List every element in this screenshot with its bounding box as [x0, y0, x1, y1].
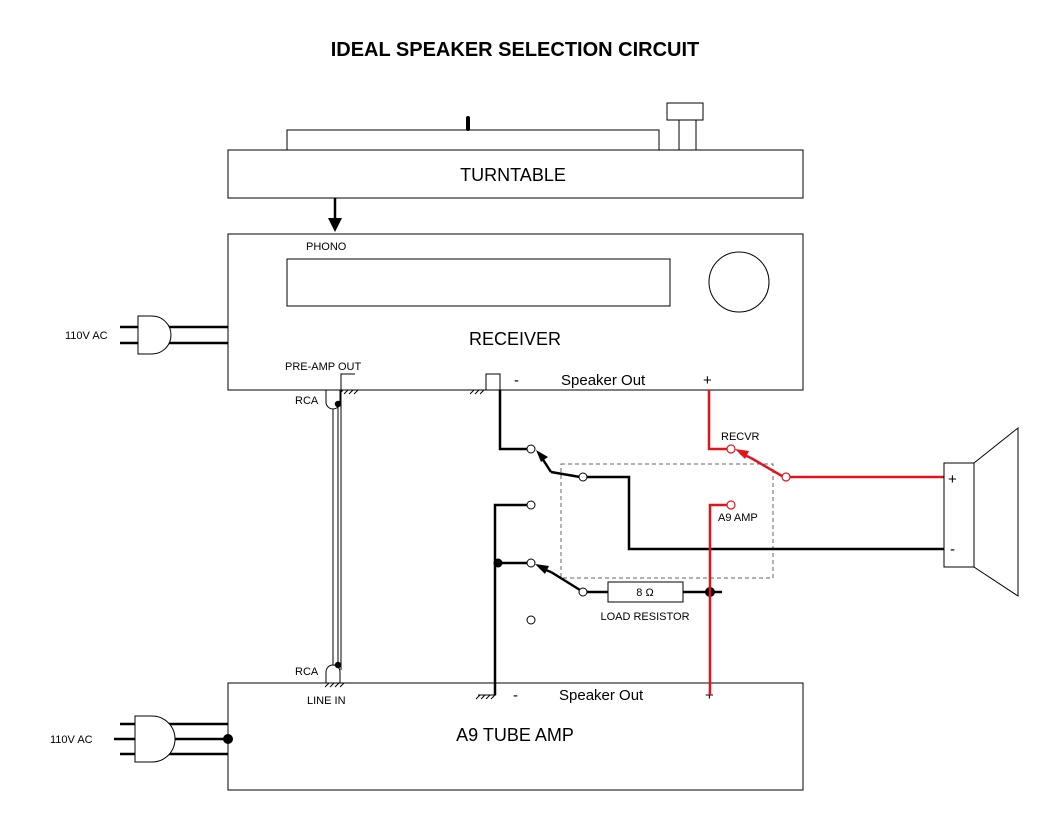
- speaker-icon: + -: [943, 426, 1019, 597]
- amp-power-label: 110V AC: [50, 734, 93, 746]
- receiver-minus-label: -: [514, 372, 519, 389]
- switch3-blade: [750, 456, 783, 478]
- diagram-title: IDEAL SPEAKER SELECTION CIRCUIT: [331, 39, 700, 61]
- receiver-speaker-out-label: Speaker Out: [561, 372, 646, 389]
- turntable-knob-top: [666, 102, 704, 121]
- recvr-terminal-label: RECVR: [721, 431, 760, 443]
- turntable: TURNTABLE: [227, 102, 804, 199]
- preamp-out-label: PRE-AMP OUT: [285, 361, 361, 373]
- switch2-blade: [550, 570, 581, 592]
- amp-minus-label: -: [513, 687, 518, 704]
- switch1-common-terminal: [578, 472, 588, 482]
- switch2-terminal-load: [526, 558, 536, 568]
- receiver-plus-wire: [707, 390, 728, 451]
- turntable-tonearm: [466, 116, 470, 131]
- turntable-platter: [286, 129, 660, 151]
- turntable-knob-stem: [678, 119, 697, 151]
- load-resistor-label: LOAD RESISTOR: [600, 611, 689, 623]
- a9-amp-body: [227, 682, 804, 791]
- amp-speaker-ground-symbol: [475, 694, 496, 700]
- amp-plus-label: +: [705, 687, 714, 704]
- speaker-minus-wire: [587, 475, 944, 551]
- rca-cable: RCA RCA: [295, 389, 342, 684]
- switch3-terminal-recvr: [726, 444, 736, 454]
- receiver: PHONO RECEIVER PRE-AMP OUT - Speaker Out…: [227, 233, 804, 391]
- load-resistor-value: 8 Ω: [636, 587, 653, 599]
- receiver-minus-wire: [498, 390, 528, 451]
- receiver-power-label: 110V AC: [65, 330, 108, 342]
- receiver-plus-label: +: [703, 372, 712, 389]
- phono-input-label: PHONO: [306, 241, 347, 253]
- switch2-common-terminal: [578, 587, 588, 597]
- switch1-terminal-recvr: [526, 444, 536, 454]
- switch3-terminal-amp: [726, 500, 736, 510]
- rca-top-label: RCA: [295, 395, 319, 407]
- a9-tube-amp: A9 TUBE AMP LINE IN - Speaker Out +: [227, 682, 804, 791]
- switch2-terminal-open: [526, 615, 536, 625]
- receiver-speaker-ground-symbol: [469, 373, 501, 395]
- receiver-label: RECEIVER: [469, 329, 561, 349]
- speaker-minus-label: -: [950, 541, 955, 558]
- rca-bottom-label: RCA: [295, 666, 319, 678]
- load-resistor: 8 Ω LOAD RESISTOR: [600, 581, 690, 623]
- amp-power-plug: 110V AC: [50, 715, 233, 763]
- switch-linkage: [560, 463, 774, 579]
- speaker-plus-label: +: [948, 471, 957, 488]
- turntable-label: TURNTABLE: [460, 165, 566, 185]
- receiver-power-plug: 110V AC: [65, 315, 228, 355]
- amp-minus-wire: [493, 503, 527, 695]
- line-in-label: LINE IN: [307, 695, 346, 707]
- phono-signal-arrow: [328, 198, 342, 232]
- amp-plus-wire: [708, 503, 728, 695]
- switch1-terminal-amp: [526, 500, 536, 510]
- receiver-volume-knob: [708, 251, 770, 313]
- a9-amp-label: A9 TUBE AMP: [456, 725, 574, 745]
- receiver-display: [286, 258, 671, 307]
- amp-line-in-ground-symbol: [324, 682, 347, 688]
- switch1-blade: [550, 470, 581, 479]
- switch3-common-terminal: [781, 472, 791, 482]
- amp-speaker-out-label: Speaker Out: [559, 687, 644, 704]
- turntable-body: [227, 149, 804, 199]
- a9-amp-terminal-label: A9 AMP: [718, 512, 758, 524]
